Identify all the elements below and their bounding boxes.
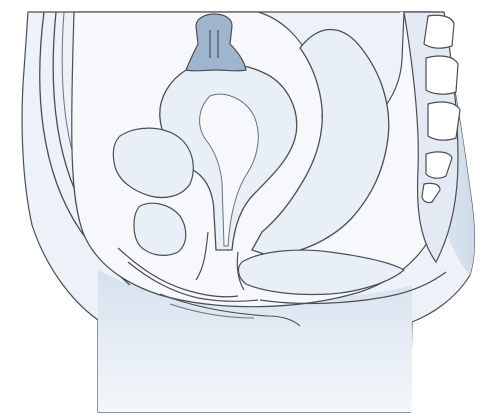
vertebra-2 — [426, 56, 458, 94]
vertebra-3 — [428, 102, 460, 140]
vertebra-1 — [424, 15, 454, 48]
